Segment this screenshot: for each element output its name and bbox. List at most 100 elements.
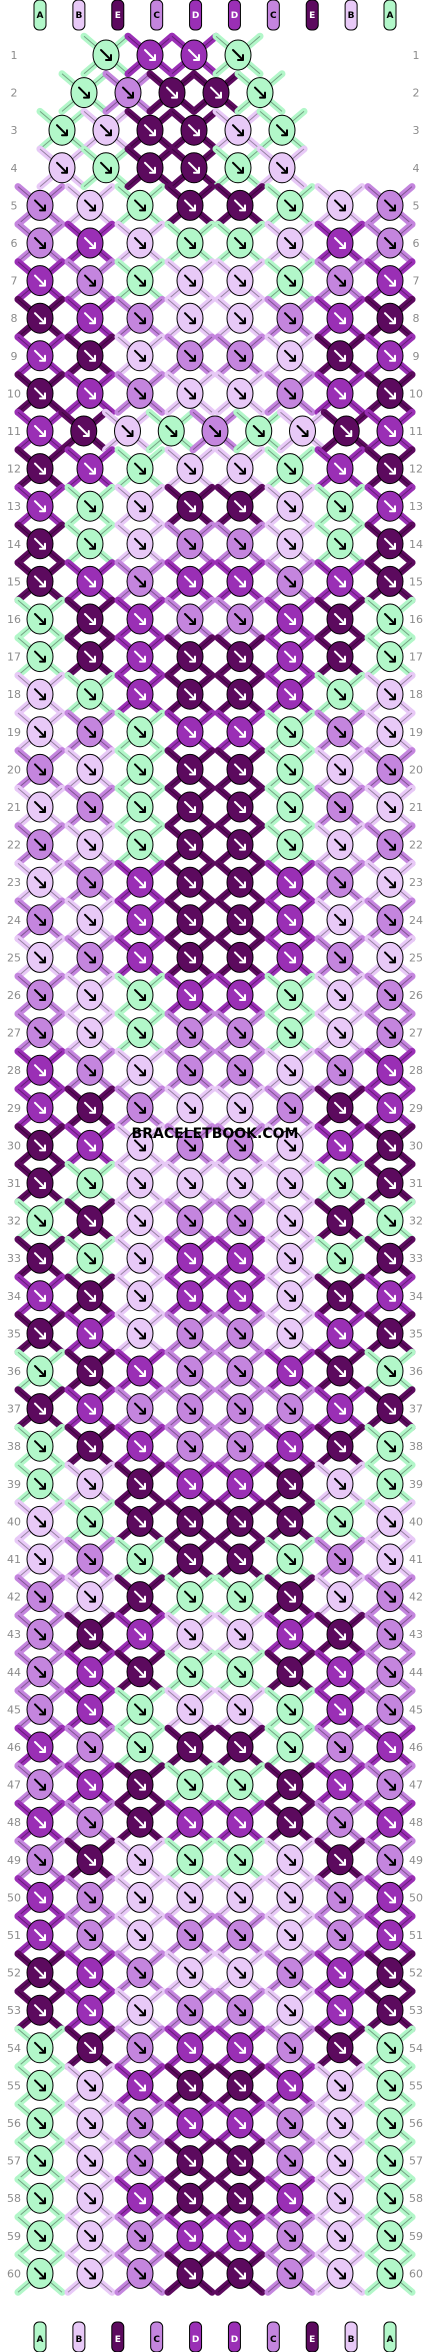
knot: [326, 377, 354, 409]
knot: [326, 1656, 354, 1688]
row-number-left: 21: [7, 801, 21, 814]
knot: [126, 753, 154, 785]
knot: [76, 453, 104, 485]
row-number-left: 3: [11, 124, 18, 137]
knot: [276, 2220, 304, 2252]
knot: [276, 340, 304, 372]
knot: [226, 1919, 254, 1951]
knot: [76, 603, 104, 635]
knot: [276, 1092, 304, 1124]
row-number-right: 38: [409, 1440, 423, 1453]
knot: [276, 453, 304, 485]
knot: [126, 979, 154, 1011]
row-number-left: 27: [7, 1027, 21, 1040]
knot: [376, 829, 404, 861]
knot: [176, 641, 204, 673]
knot: [76, 1242, 104, 1274]
knot: [376, 1844, 404, 1876]
thread-segments: [14, 32, 416, 2296]
knot: [114, 77, 142, 109]
knot: [76, 1693, 104, 1725]
knot: [326, 1355, 354, 1387]
knot: [276, 1581, 304, 1613]
knot: [26, 2069, 54, 2101]
knot: [126, 227, 154, 259]
row-number-left: 51: [7, 1929, 21, 1942]
row-number-right: 45: [409, 1703, 423, 1716]
knot: [26, 227, 54, 259]
knot: [126, 678, 154, 710]
knot: [126, 829, 154, 861]
knot: [176, 565, 204, 597]
knot: [276, 716, 304, 748]
knot: [326, 2069, 354, 2101]
row-number-right: 55: [409, 2079, 423, 2092]
row-number-right: 51: [409, 1929, 423, 1942]
knot: [226, 1581, 254, 1613]
knot: [176, 1731, 204, 1763]
knot: [326, 2032, 354, 2064]
knot: [226, 1505, 254, 1537]
knot: [176, 1355, 204, 1387]
knot: [176, 189, 204, 221]
knot: [26, 340, 54, 372]
row-number-right: 24: [409, 914, 423, 927]
knot: [26, 189, 54, 221]
knot: [126, 1280, 154, 1312]
knot: [376, 678, 404, 710]
knot: [76, 904, 104, 936]
knot: [26, 2145, 54, 2177]
knot: [226, 1656, 254, 1688]
top-string-letter: E: [115, 11, 121, 21]
knot: [176, 1769, 204, 1801]
knot: [276, 1881, 304, 1913]
knot: [276, 1430, 304, 1462]
knot: [226, 1092, 254, 1124]
knot: [126, 1092, 154, 1124]
knot: [126, 2257, 154, 2289]
knot: [126, 2145, 154, 2177]
knot: [326, 1092, 354, 1124]
knot: [76, 1355, 104, 1387]
knot: [226, 1844, 254, 1876]
row-number-left: 24: [7, 914, 21, 927]
knot: [226, 227, 254, 259]
knot: [26, 1017, 54, 1049]
knot: [126, 641, 154, 673]
knot: [326, 678, 354, 710]
knot: [176, 1393, 204, 1425]
knot: [76, 2220, 104, 2252]
knot: [226, 753, 254, 785]
knot: [326, 1581, 354, 1613]
knot: [276, 904, 304, 936]
knot: [376, 1280, 404, 1312]
knot: [226, 866, 254, 898]
knot: [376, 2069, 404, 2101]
knot: [376, 453, 404, 485]
knot: [76, 1430, 104, 1462]
knot: [176, 490, 204, 522]
knot: [26, 1167, 54, 1199]
knot: [92, 39, 120, 71]
knot: [26, 1468, 54, 1500]
knot: [226, 189, 254, 221]
row-number-right: 43: [409, 1628, 423, 1641]
knot: [326, 565, 354, 597]
knot: [376, 1205, 404, 1237]
knot: [76, 2145, 104, 2177]
knot: [226, 941, 254, 973]
knot: [126, 1731, 154, 1763]
knot: [176, 753, 204, 785]
knot: [26, 1430, 54, 1462]
knot: [126, 490, 154, 522]
knot: [326, 1054, 354, 1086]
knot: [276, 528, 304, 560]
row-number-right: 5: [413, 199, 420, 212]
row-number-left: 5: [11, 199, 18, 212]
knot: [326, 2145, 354, 2177]
knot: [76, 1994, 104, 2026]
row-number-left: 22: [7, 839, 21, 852]
knot: [326, 1693, 354, 1725]
knot: [176, 716, 204, 748]
knot: [126, 716, 154, 748]
